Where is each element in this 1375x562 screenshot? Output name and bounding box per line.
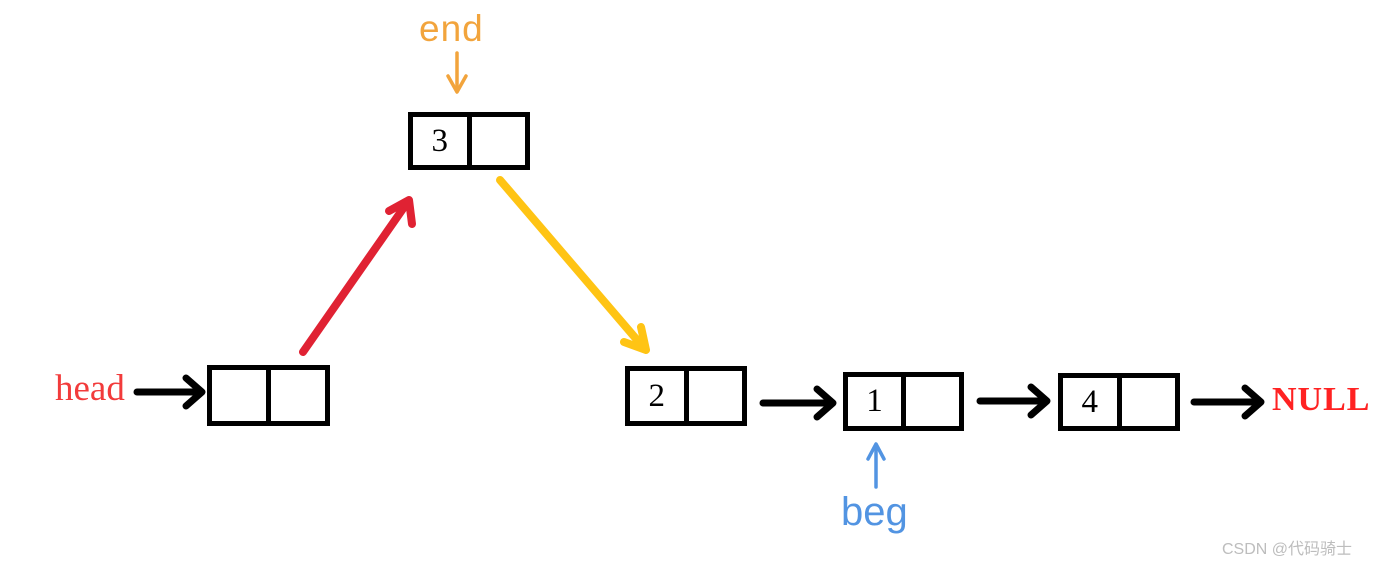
node-2-value: 2: [630, 371, 689, 421]
beg-pointer-label: beg: [841, 490, 908, 534]
node-1-next-cell: [906, 377, 959, 426]
head-arrow-icon: [133, 374, 206, 410]
node-3-value: 3: [413, 117, 472, 165]
end-down-arrow-icon: [446, 51, 468, 94]
end-pointer-label: end: [419, 8, 484, 49]
link-4-to-null-icon: [1190, 384, 1265, 420]
node-3-next-cell: [472, 117, 526, 165]
node-4-next-cell: [1122, 378, 1176, 426]
node-2-next-cell: [689, 371, 743, 421]
yellow-link-arrow-icon: [496, 176, 650, 354]
head-node-next-cell: [271, 370, 325, 421]
node-4-value: 4: [1063, 378, 1122, 426]
node-4: 4: [1058, 373, 1180, 431]
red-link-arrow-icon: [299, 196, 416, 356]
head-pointer-label: head: [55, 368, 125, 409]
link-1-to-4-icon: [976, 383, 1051, 419]
node-3: 3: [408, 112, 530, 170]
node-1: 1: [843, 372, 964, 431]
watermark: CSDN @代码骑士: [1222, 541, 1353, 558]
null-terminator-label: NULL: [1272, 381, 1371, 418]
head-node-value: [212, 370, 271, 421]
head-node: [207, 365, 330, 426]
node-1-value: 1: [848, 377, 906, 426]
node-2: 2: [625, 366, 747, 426]
beg-up-arrow-icon: [866, 442, 886, 489]
link-2-to-1-icon: [759, 385, 837, 421]
